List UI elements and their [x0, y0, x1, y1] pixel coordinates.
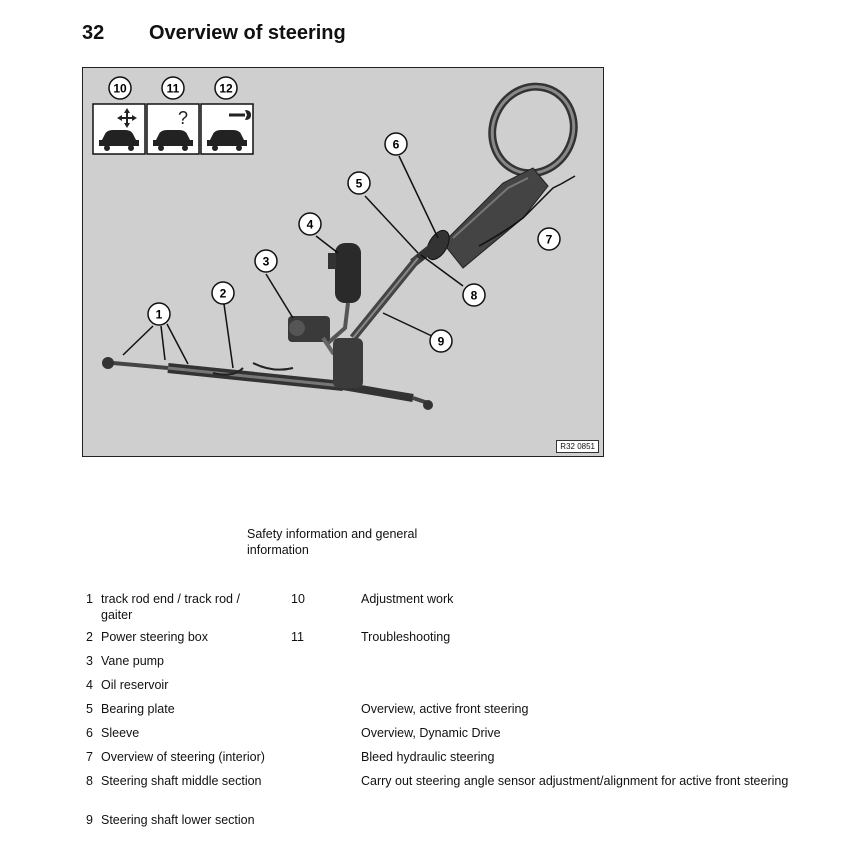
svg-text:2: 2 — [220, 287, 227, 301]
legend-label: Power steering box — [101, 630, 209, 644]
legend-number: 4 — [86, 678, 93, 692]
legend-label: Oil reservoir — [101, 678, 169, 692]
legend-number: 8 — [86, 774, 93, 788]
steering-illustration: 10 11 ? 12 — [92, 76, 578, 410]
oil-reservoir-illustration — [326, 243, 361, 345]
page-number: 32 — [82, 22, 105, 44]
callout-1: 1 — [147, 302, 171, 326]
reference-link[interactable]: Bleed hydraulic steering — [361, 750, 495, 764]
svg-text:6: 6 — [393, 138, 400, 152]
symbol-11: 11 ? — [146, 76, 200, 155]
legend-label: Overview of steering (interior) — [101, 750, 265, 764]
reference-number: 11 — [291, 630, 304, 644]
callout-3: 3 — [254, 249, 278, 273]
callout-9: 9 — [429, 329, 453, 353]
legend-label: Steering shaft lower section — [101, 813, 255, 827]
reference-link[interactable]: Troubleshooting — [361, 630, 451, 644]
legend-number: 5 — [86, 702, 93, 716]
svg-text:?: ? — [178, 108, 188, 128]
callout-4: 4 — [298, 212, 322, 236]
reference-link[interactable]: Overview, active front steering — [361, 702, 529, 716]
car-with-question-mark-icon: ? — [153, 108, 193, 151]
legend-number: 6 — [86, 726, 93, 740]
steering-shaft-illustration — [349, 239, 441, 341]
symbol-12: 12 — [200, 76, 254, 155]
callout-7: 7 — [537, 227, 561, 251]
car-with-adjustment-arrows-icon — [99, 108, 139, 151]
reference-link[interactable]: Adjustment work — [361, 592, 454, 606]
symbol-12-number: 12 — [219, 82, 233, 96]
steering-wheel-illustration — [426, 82, 578, 269]
svg-text:8: 8 — [471, 289, 478, 303]
reference-link[interactable]: Overview, Dynamic Drive — [361, 726, 501, 740]
svg-text:9: 9 — [438, 335, 445, 349]
symbol-11-number: 11 — [167, 82, 180, 96]
figure-reference-code: R32 0851 — [556, 440, 599, 453]
legend-number: 2 — [86, 630, 93, 644]
svg-text:5: 5 — [356, 177, 363, 191]
safety-information-link[interactable]: Safety information and general informati… — [247, 527, 418, 557]
legend-label: Bearing plate — [101, 702, 175, 716]
callout-5: 5 — [347, 171, 371, 195]
steering-overview-figure: 10 11 ? 12 — [82, 67, 604, 457]
legend-number: 1 — [86, 592, 93, 606]
page-title: Overview of steering — [149, 22, 346, 44]
legend-label: Steering shaft middle section — [101, 774, 262, 788]
legend-label: Sleeve — [101, 726, 140, 740]
svg-text:7: 7 — [546, 233, 553, 247]
callout-2: 2 — [211, 281, 235, 305]
legend-label: track rod end / track rod / gaiter — [101, 592, 240, 622]
car-with-wrench-icon — [207, 110, 251, 151]
legend-label: Vane pump — [101, 654, 165, 668]
callout-6: 6 — [384, 132, 408, 156]
legend-number: 3 — [86, 654, 93, 668]
svg-text:1: 1 — [156, 308, 163, 322]
legend-number: 7 — [86, 750, 93, 764]
reference-link[interactable]: Carry out steering angle sensor adjustme… — [361, 774, 789, 788]
reference-number: 10 — [291, 592, 305, 606]
symbol-10-number: 10 — [113, 82, 127, 96]
svg-text:3: 3 — [263, 255, 270, 269]
power-steering-box-illustration — [102, 338, 433, 410]
callout-8: 8 — [462, 283, 486, 307]
symbol-10: 10 — [92, 76, 146, 155]
legend-number: 9 — [86, 813, 93, 827]
svg-text:4: 4 — [307, 218, 314, 232]
